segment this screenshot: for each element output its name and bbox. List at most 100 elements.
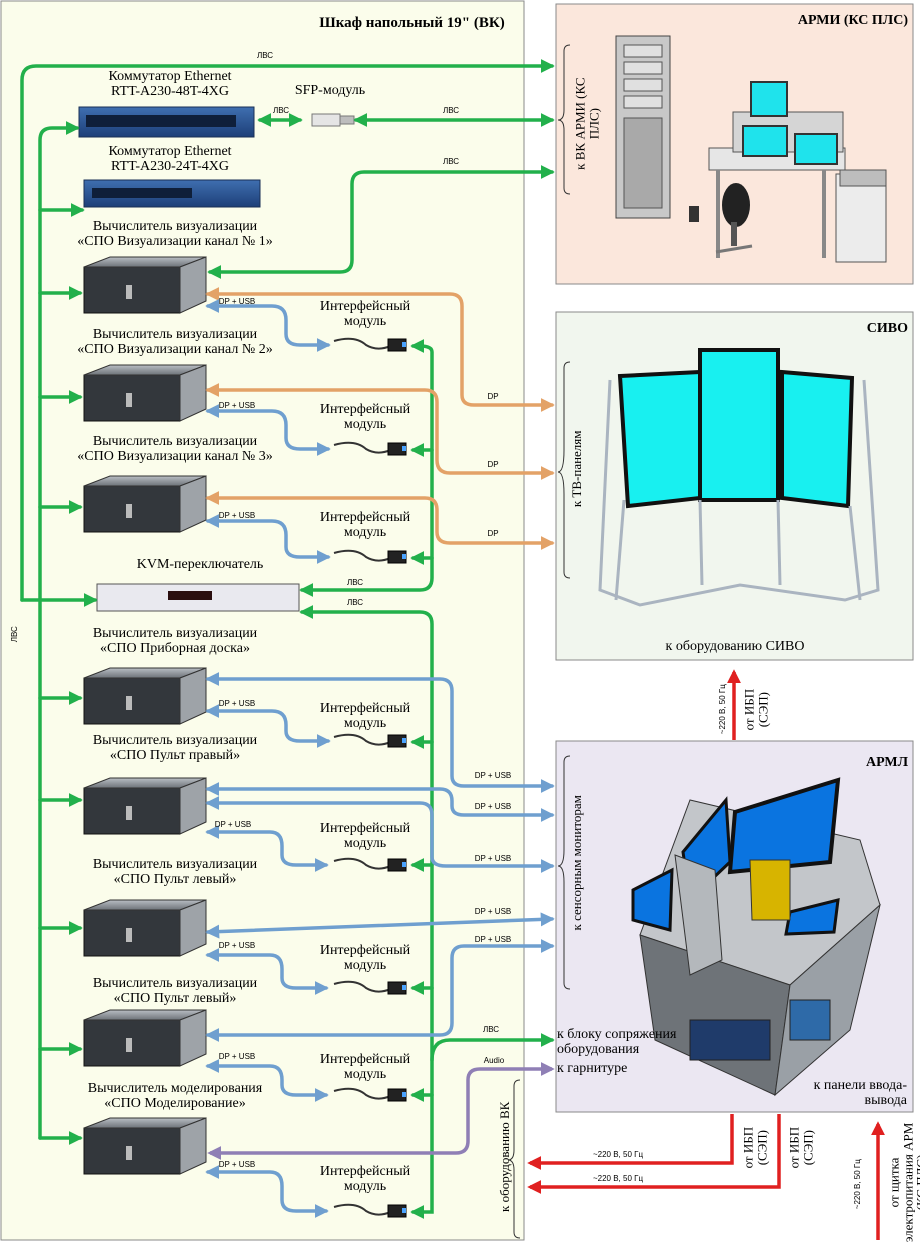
arml-bracket-label: к сенсорным мониторам <box>569 795 585 931</box>
interface-module-label-line2: модуль <box>343 835 387 851</box>
computer-label-1: Вычислитель визуализации«СПО Визуализаци… <box>40 219 310 249</box>
cable-label-dpusb-1: DP + USB <box>218 297 256 306</box>
interface-module-label-line2: модуль <box>343 313 387 329</box>
computer-label-2: Вычислитель визуализации«СПО Визуализаци… <box>40 327 310 357</box>
cable-label-lan-arml: ЛВС <box>482 1025 500 1034</box>
cable-label-dpusb-arml-2: DP + USB <box>474 802 512 811</box>
interface-module-label-line1: Интерфейсный <box>319 943 411 958</box>
audio-cable <box>207 1062 555 1160</box>
lan-kvm-lower <box>299 605 434 1219</box>
computer-unit-5 <box>83 777 207 835</box>
computer-label-5: Вычислитель визуализации«СПО Пульт правы… <box>40 733 310 763</box>
brackets <box>507 44 571 1239</box>
sivo-tv-panels-illustration <box>598 348 880 607</box>
computer-label-7: Вычислитель визуализации«СПО Пульт левый… <box>40 976 310 1006</box>
arml-io-panel: к панели ввода-вывода <box>813 1078 907 1108</box>
cable-label-lan-sfp-right: ЛВС <box>442 106 460 115</box>
cable-label-lan-top: ЛВС <box>256 51 274 60</box>
armi-bracket-label: к ВК АРМИ (КС ПЛС) <box>572 77 601 170</box>
arml-link-block: к блоку сопряжения оборудования <box>557 1027 677 1057</box>
interface-module-label-line1: Интерфейсный <box>319 1052 411 1067</box>
computer-label-line1: Вычислитель визуализации <box>92 976 258 991</box>
cable-label-lan-sfp-left: ЛВС <box>272 106 290 115</box>
power-cables <box>527 669 885 1240</box>
computer-unit-2 <box>83 364 207 422</box>
cabinet-title: Шкаф напольный 19" (ВК) <box>319 15 505 31</box>
computer-label-8: Вычислитель моделирования«СПО Моделирова… <box>40 1081 310 1111</box>
cable-label-audio: Audio <box>483 1056 505 1065</box>
armi-title: АРМИ (КС ПЛС) <box>797 13 908 28</box>
computer-unit-7 <box>83 1009 207 1067</box>
cable-label-dpusb-6: DP + USB <box>218 941 256 950</box>
arml-link-headset: к гарнитуре <box>557 1061 628 1076</box>
cable-label-dpusb-arml-3: DP + USB <box>474 854 512 863</box>
computer-unit-8 <box>83 1117 207 1175</box>
vk-bracket-label: к оборудованию ВК <box>497 1101 513 1212</box>
sfp-module-illustration <box>311 113 355 127</box>
computer-unit-3 <box>83 475 207 533</box>
computer-label-line2: «СПО Пульт левый» <box>113 990 237 1006</box>
cable-label-dpusb-8: DP + USB <box>218 1160 256 1169</box>
cable-label-dp-3: DP <box>487 529 499 538</box>
computer-label-line2: «СПО Моделирование» <box>104 1095 246 1111</box>
cable-label-lan-kvm-1: ЛВС <box>346 578 364 587</box>
computer-label-line2: «СПО Пульт левый» <box>113 871 237 887</box>
arml-cockpit-illustration <box>631 777 881 1097</box>
switch48-model: RTT-A230-48T-4XG <box>111 83 229 99</box>
interface-module-label-line2: модуль <box>343 957 387 973</box>
computer-label-line1: Вычислитель визуализации <box>92 434 258 449</box>
interface-module-label-line1: Интерфейсный <box>319 510 411 525</box>
interface-module-label-line2: модуль <box>343 1178 387 1194</box>
cable-label-lan-left-vertical: ЛВС <box>9 626 19 643</box>
cable-label-dpusb-2: DP + USB <box>218 401 256 410</box>
computer-label-3: Вычислитель визуализации«СПО Визуализаци… <box>40 434 310 464</box>
cable-label-dpusb-arml-4: DP + USB <box>474 907 512 916</box>
switch48-name: Коммутатор Ethernet <box>108 69 232 84</box>
computer-label-line1: Вычислитель визуализации <box>92 626 258 641</box>
interface-module-label-line1: Интерфейсный <box>319 299 411 314</box>
switch-24-illustration <box>83 179 261 208</box>
switch48-label: Коммутатор Ethernet RTT-A230-48T-4XG <box>70 69 270 99</box>
computers-group <box>83 256 207 1175</box>
arml-title: АРМЛ <box>865 755 908 770</box>
sivo-title: СИВО <box>866 321 908 336</box>
computer-label-6: Вычислитель визуализации«СПО Пульт левый… <box>40 857 310 887</box>
switch24-name: Коммутатор Ethernet <box>108 144 232 159</box>
switch-48-illustration <box>78 106 255 138</box>
computer-label-line1: Вычислитель визуализации <box>92 219 258 234</box>
kvm-switch-illustration <box>96 583 300 612</box>
interface-module-label-line2: модуль <box>343 715 387 731</box>
cable-label-power-2: ~220 В, 50 Гц <box>592 1174 644 1183</box>
interface-module-label-line1: Интерфейсный <box>319 701 411 716</box>
computer-label-line2: «СПО Визуализации канал № 3» <box>77 448 273 464</box>
computer-label-line1: Вычислитель визуализации <box>92 327 258 342</box>
computer-unit-4 <box>83 667 207 725</box>
interface-module-label-line2: модуль <box>343 416 387 432</box>
cable-label-dp-1: DP <box>487 392 499 401</box>
computer-label-line1: Вычислитель моделирования <box>87 1081 263 1096</box>
cable-label-power-4: ~220 В, 50 Гц <box>852 1159 862 1210</box>
cable-label-dpusb-4: DP + USB <box>218 699 256 708</box>
interface-module-label-line1: Интерфейсный <box>319 821 411 836</box>
cable-label-dpusb-arml-5: DP + USB <box>474 935 512 944</box>
cable-label-power-3: ~220 В, 50 Гц <box>717 684 727 735</box>
cable-label-lan-pc1: ЛВС <box>442 157 460 166</box>
computer-label-line2: «СПО Визуализации канал № 2» <box>77 341 273 357</box>
switch24-label: Коммутатор Ethernet RTT-A230-24T-4XG <box>70 144 270 174</box>
cable-label-lan-kvm-2: ЛВС <box>346 598 364 607</box>
computer-label-4: Вычислитель визуализации«СПО Приборная д… <box>40 626 310 656</box>
computer-unit-1 <box>83 256 207 314</box>
sivo-bracket-label: к ТВ-панелям <box>569 430 585 508</box>
cable-label-dpusb-arml-1: DP + USB <box>474 771 512 780</box>
interface-module-label-line1: Интерфейсный <box>319 402 411 417</box>
interface-module-label-line2: модуль <box>343 524 387 540</box>
